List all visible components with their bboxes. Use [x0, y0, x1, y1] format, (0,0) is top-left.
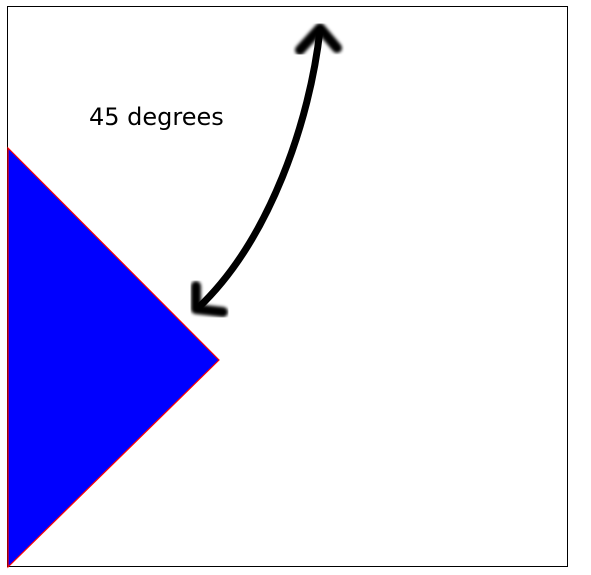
arrow-shaft	[194, 26, 324, 312]
double-headed-curved-arrow-icon	[191, 23, 342, 317]
arrow-head-top	[295, 23, 342, 55]
angle-label: 45 degrees	[89, 103, 224, 131]
arrow-head-bottom	[191, 281, 228, 317]
blue-triangle	[7, 146, 220, 569]
